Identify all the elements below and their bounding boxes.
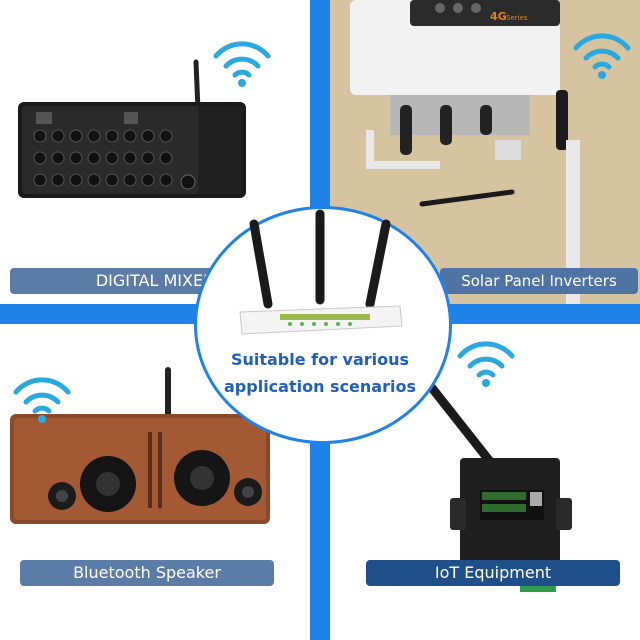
wifi-icon: [13, 377, 71, 423]
digital-mixer-image: [18, 59, 246, 198]
digital-mixer-panel: [0, 0, 310, 304]
wifi-icon: [213, 41, 271, 87]
bluetooth-speaker-image: [10, 367, 270, 524]
center-caption-line1: Suitable for various: [230, 350, 410, 369]
iot-equipment-image: [427, 383, 572, 592]
inverter-badge: 4G: [490, 10, 507, 23]
center-caption-line2: application scenarios: [224, 377, 416, 396]
router-image: [239, 209, 403, 335]
label-bluetooth-speaker: Bluetooth Speaker: [20, 560, 274, 586]
inverter-series: Series: [506, 14, 528, 22]
label-solar-inverters: Solar Panel Inverters: [440, 268, 638, 294]
label-iot-equipment: IoT Equipment: [366, 560, 620, 586]
wifi-icon: [457, 341, 515, 387]
wifi-icon: [573, 33, 631, 79]
